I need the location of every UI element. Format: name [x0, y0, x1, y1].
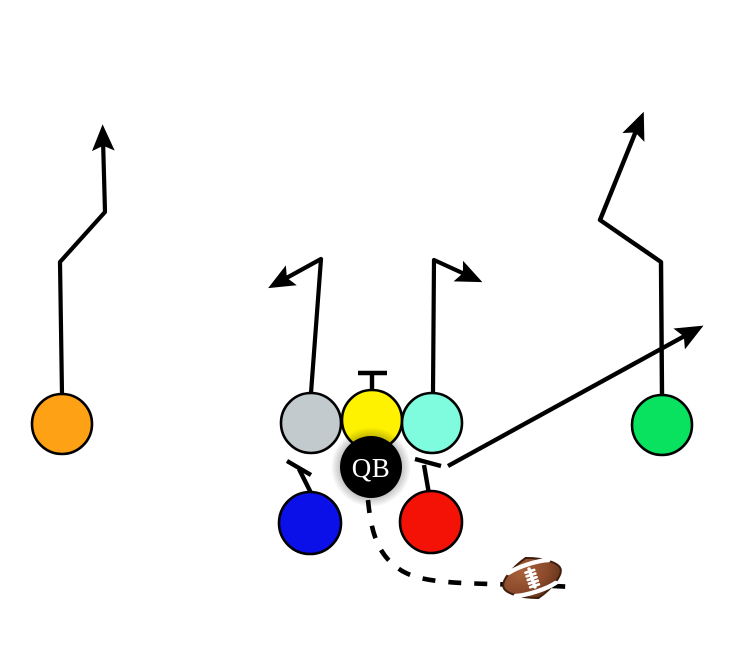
football-icon	[502, 557, 562, 599]
orange-player-route	[57, 124, 115, 395]
quarterback-label: QB	[352, 453, 391, 483]
yellow-player-block-mark	[358, 370, 387, 391]
football-stripe-top	[506, 557, 551, 576]
quarterback-circle	[340, 436, 402, 498]
green-player[interactable]	[630, 393, 694, 457]
gray-player[interactable]	[279, 391, 343, 455]
crossing-route	[446, 325, 704, 468]
green-player-route	[597, 111, 665, 396]
red-player[interactable]	[398, 489, 464, 555]
quarterback[interactable]: QB	[331, 427, 411, 507]
red-player-block-mark	[414, 456, 442, 495]
football-stripe-bottom	[513, 580, 558, 599]
block-marks-layer	[285, 370, 442, 498]
gray-player-route	[268, 256, 324, 394]
cyan-player-route	[430, 257, 483, 394]
football-laces	[524, 568, 541, 589]
cyan-player[interactable]	[400, 391, 464, 455]
routes-layer	[57, 111, 704, 468]
blue-player[interactable]	[277, 490, 343, 556]
orange-player[interactable]	[30, 392, 94, 456]
